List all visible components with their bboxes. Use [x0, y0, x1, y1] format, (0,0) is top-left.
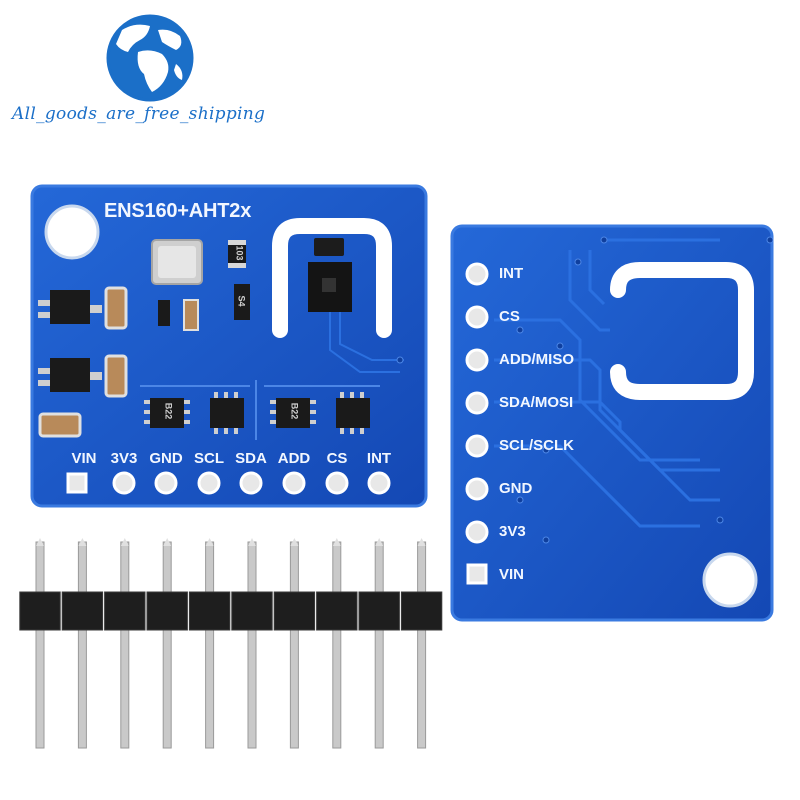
back-pin-label-vin: VIN	[499, 566, 525, 583]
capacitor-1	[104, 286, 128, 330]
transistor-bottom	[50, 358, 90, 392]
store-caption: All_goods_are_free_shipping	[12, 104, 266, 124]
front-board-title: ENS160+AHT2x	[104, 200, 252, 222]
header-pin-tip	[417, 538, 426, 546]
header-plastic-segment	[188, 591, 231, 631]
header-plastic-segment	[231, 591, 273, 631]
back-pin-label-3v3: 3V3	[499, 523, 526, 540]
resistor-mid-1	[158, 300, 170, 326]
back-heater-loop	[610, 262, 754, 400]
front-heater-loop	[272, 218, 392, 338]
back-mounting-hole	[702, 552, 758, 608]
back-pin-label-cs: CS	[499, 308, 520, 325]
header-plastic-segment	[104, 591, 146, 631]
header-pin-tip	[205, 538, 214, 546]
header-pin	[35, 541, 45, 749]
front-pin-label-cs: CS	[326, 450, 348, 467]
aht-sensor	[314, 238, 344, 256]
header-plastic-segment	[316, 591, 358, 631]
front-pin-holes	[66, 471, 391, 495]
front-mounting-hole	[44, 204, 100, 260]
capacitor-3	[38, 412, 82, 438]
header-pin	[205, 541, 215, 749]
capacitor-2	[104, 354, 128, 398]
back-pin-label-sda-mosi: SDA/MOSI	[499, 394, 574, 411]
back-pin-holes	[465, 262, 489, 585]
back-pin-label-add-miso: ADD/MISO	[499, 351, 574, 368]
header-pin-tip	[290, 538, 299, 546]
back-pin-label-scl-sclk: SCL/SCLK	[499, 437, 574, 454]
header-pin	[162, 541, 172, 749]
header-plastic-segment	[273, 591, 316, 631]
header-plastic-segment	[61, 591, 104, 631]
header-pin	[289, 541, 299, 749]
header-plastic-segment	[358, 591, 400, 631]
header-pin-tip	[375, 538, 384, 546]
resistor-103	[228, 242, 246, 266]
front-pin-label-3v3: 3V3	[110, 450, 138, 467]
front-pin-label-vin: VIN	[71, 450, 97, 467]
header-pin-tip	[36, 538, 44, 546]
resistor-mid-2	[183, 299, 199, 331]
front-pin-label-int: INT	[366, 450, 392, 467]
header-pin-tip	[78, 538, 87, 546]
front-pin-label-add: ADD	[277, 450, 311, 467]
header-pin	[374, 541, 384, 749]
header-pin-tip	[120, 538, 129, 546]
front-pin-label-gnd: GND	[149, 450, 183, 467]
header-plastic-segment	[400, 591, 443, 631]
back-pin-label-gnd: GND	[499, 480, 533, 497]
front-pin-label-sda: SDA	[235, 450, 267, 467]
header-pin-tip	[332, 538, 341, 546]
header-pin-tip	[163, 538, 172, 546]
header-pin-tip	[248, 538, 256, 546]
header-pin	[120, 541, 130, 749]
globe-icon	[106, 14, 194, 102]
header-plastic-segment	[19, 591, 61, 631]
header-pin	[77, 541, 87, 749]
transistor-top	[50, 290, 90, 324]
header-pin	[247, 541, 257, 749]
chip-row	[150, 398, 370, 428]
header-pin	[417, 541, 427, 749]
front-pin-label-scl: SCL	[194, 450, 224, 467]
diode-s4	[234, 284, 250, 320]
header-plastic-segment	[146, 591, 188, 631]
back-pin-label-int: INT	[499, 265, 524, 282]
header-pin	[332, 541, 342, 749]
